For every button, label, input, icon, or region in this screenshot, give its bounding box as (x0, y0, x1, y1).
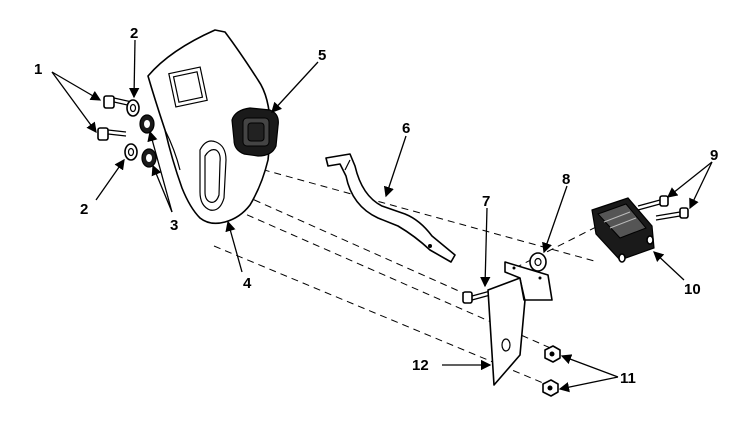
callout-4: 4 (243, 275, 252, 292)
callout-8: 8 (562, 171, 570, 188)
callout-5: 5 (318, 47, 326, 64)
part-12-bracket (487, 261, 553, 386)
callout-11: 11 (620, 370, 636, 387)
callout-9: 9 (710, 147, 718, 164)
part-3-nuts (139, 114, 157, 168)
callout-labels: 1 2 2 3 4 5 6 7 8 9 10 11 12 (34, 25, 718, 387)
part-9-screws (637, 195, 689, 221)
callout-7: 7 (482, 193, 490, 210)
part-4-mounting-plate (147, 29, 272, 225)
callout-2-top: 2 (130, 25, 138, 42)
callout-12: 12 (412, 357, 429, 374)
part-6-strap (325, 153, 456, 263)
part-8-nut (529, 252, 547, 272)
part-2-washers (124, 99, 140, 161)
part-5-grommet (231, 107, 279, 157)
callout-1: 1 (34, 61, 42, 78)
callout-10: 10 (684, 281, 701, 298)
part-10-terminal-block (591, 197, 655, 263)
callout-3: 3 (170, 217, 178, 234)
part-1-screws (97, 95, 133, 141)
callout-2-bottom: 2 (80, 201, 88, 218)
callout-6: 6 (402, 120, 410, 137)
part-11-nuts (542, 345, 561, 397)
leader-lines (51, 39, 713, 393)
